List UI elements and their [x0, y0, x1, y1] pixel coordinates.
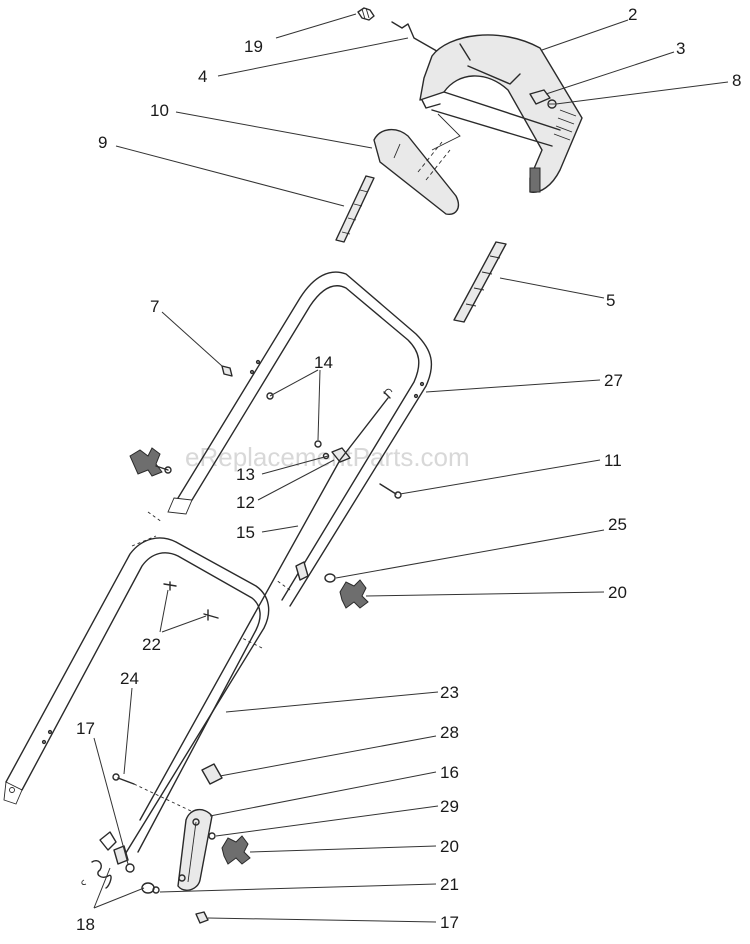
part-23-lower-handle[interactable]: [3, 535, 270, 857]
callout-20-lower: 20: [440, 837, 459, 856]
callout-25: 25: [608, 515, 627, 534]
part-24-bolt[interactable]: [112, 773, 211, 821]
part-4-wire-rod[interactable]: [391, 21, 443, 55]
part-9-label-strip[interactable]: [335, 175, 375, 243]
callout-5: 5: [606, 291, 615, 310]
callout-20-upper: 20: [608, 583, 627, 602]
callout-28: 28: [440, 723, 459, 742]
part-29-washer[interactable]: [208, 832, 216, 840]
callout-3: 3: [676, 39, 685, 58]
part-27-upper-handle[interactable]: [147, 271, 433, 607]
part-14-washer[interactable]: [266, 392, 322, 448]
callout-4: 4: [198, 67, 207, 86]
callout-23: 23: [440, 683, 459, 702]
part-10-cover[interactable]: [373, 129, 460, 215]
part-3-button[interactable]: [529, 89, 551, 105]
callout-22: 22: [142, 635, 161, 654]
callout-13: 13: [236, 465, 255, 484]
part-15-cable[interactable]: [139, 388, 393, 821]
callout-17-lower: 17: [440, 913, 459, 932]
leader-lines: [93, 13, 729, 923]
part-12-13-cable-clamp[interactable]: [322, 447, 351, 463]
part-19-spring[interactable]: [357, 7, 375, 21]
callout-labels: 19 4 2 3 8 10 9 5 7 14 27 13 12 11 15 25…: [76, 5, 741, 934]
callout-11: 11: [604, 451, 622, 470]
callout-16: 16: [440, 763, 459, 782]
callout-17-upper: 17: [76, 719, 95, 738]
callout-2: 2: [628, 5, 637, 24]
part-28-bushing[interactable]: [201, 763, 223, 785]
callout-15: 15: [236, 523, 255, 542]
part-16-lever[interactable]: [177, 809, 213, 891]
part-17-nut-lower[interactable]: [195, 911, 209, 924]
callout-10: 10: [150, 101, 169, 120]
callout-18: 18: [76, 915, 95, 934]
part-2-grip-housing[interactable]: [419, 34, 583, 193]
callout-8: 8: [732, 71, 741, 90]
callout-24: 24: [120, 669, 139, 688]
part-7-clip[interactable]: [221, 365, 233, 377]
callout-14: 14: [314, 353, 333, 372]
watermark: eReplacementParts.com: [185, 442, 470, 472]
part-17-nut-upper[interactable]: [125, 863, 135, 873]
part-20-knob-lower[interactable]: [221, 835, 251, 865]
upper-left-knob[interactable]: [129, 447, 172, 477]
callout-29: 29: [440, 797, 459, 816]
callout-27: 27: [604, 371, 623, 390]
callout-7: 7: [150, 297, 159, 316]
part-5-label-strip[interactable]: [453, 241, 507, 323]
callout-9: 9: [98, 133, 107, 152]
part-20-knob-upper[interactable]: [339, 579, 369, 609]
part-21-washer[interactable]: [141, 882, 160, 894]
callout-19: 19: [244, 37, 263, 56]
part-22-bolt[interactable]: [163, 581, 219, 621]
callout-12: 12: [236, 493, 255, 512]
part-11-bolt[interactable]: [379, 483, 402, 499]
callout-21: 21: [440, 875, 459, 894]
part-25-washer[interactable]: [295, 561, 336, 583]
